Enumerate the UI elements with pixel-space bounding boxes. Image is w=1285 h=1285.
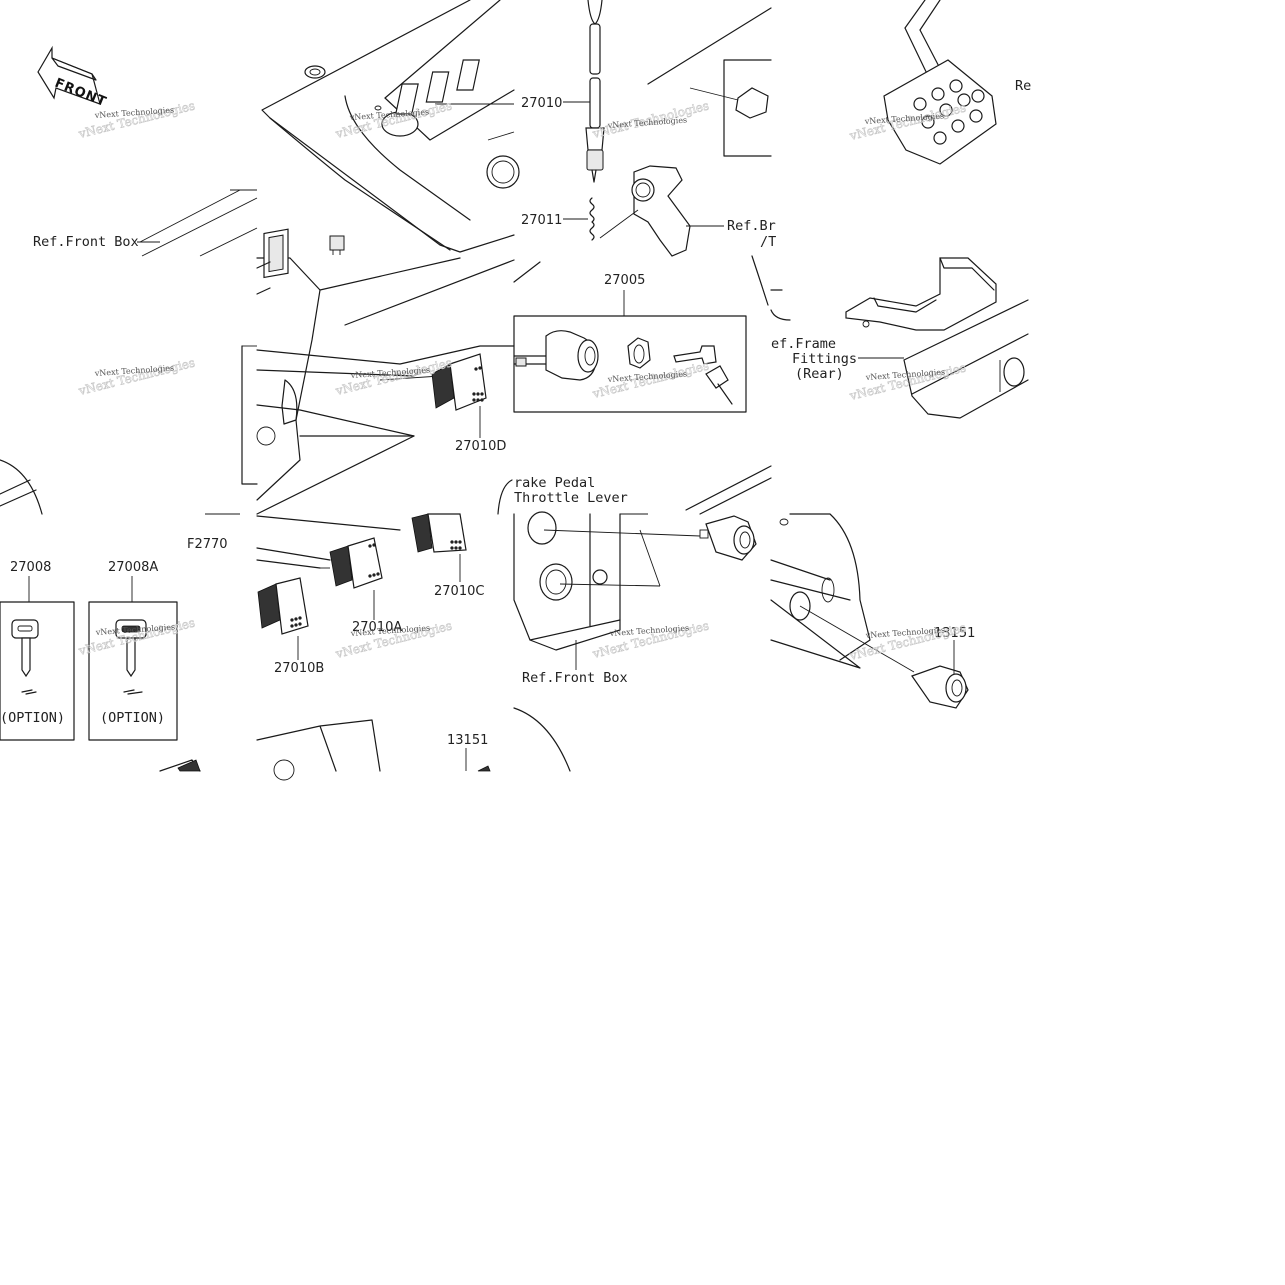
brake-throttle-bracket — [599, 165, 724, 257]
part-13151-label-a: 13151 — [447, 733, 488, 748]
switch-panel-bottom — [256, 515, 491, 781]
figure-code: F2770 — [187, 537, 228, 552]
part-27005-label: 27005 — [604, 273, 645, 288]
rocker-switch-27010D — [431, 353, 487, 438]
part-27008-label: 27008 — [10, 560, 51, 575]
ref-frame-line2: Fittings — [792, 351, 857, 367]
tile9-edge-lines — [159, 513, 240, 772]
front-direction-arrow: FRONT — [37, 45, 109, 110]
key-27008A-box — [88, 576, 178, 741]
part-13151-label-b: 13151 — [934, 626, 975, 641]
ignition-cable-assembly — [563, 0, 605, 183]
ref-throttle-lever: Throttle Lever — [514, 490, 628, 506]
ref-front-box-label-top: Ref.Front Box — [33, 234, 139, 250]
power-socket-13151 — [911, 640, 969, 709]
rocker-switch-27010C — [411, 513, 467, 582]
part-27010D-label: 27010D — [455, 439, 506, 454]
brake-pedal — [883, 0, 997, 165]
ref-brake-slash: /T — [760, 234, 776, 250]
ref-front-box-label-bottom: Ref.Front Box — [522, 670, 628, 686]
rear-frame-socket-area — [770, 513, 915, 673]
ref-brake-pedal: rake Pedal — [514, 475, 595, 491]
ref-brake-partial: Ref.Br — [727, 218, 776, 234]
part-27010B-label: 27010B — [274, 661, 324, 676]
rocker-switch-27010B — [257, 577, 309, 660]
ref-frame-line3: (Rear) — [795, 366, 844, 382]
dashboard-panel-top — [261, 0, 520, 255]
dashboard-switch-panel — [256, 228, 515, 515]
ref-frame-line1: ef.Frame — [771, 336, 836, 352]
rocker-switch-27010A — [329, 537, 383, 620]
frame-fittings-rear — [770, 257, 1029, 419]
part-27010A-label: 27010A — [352, 620, 402, 635]
front-box-ref-lines-top — [137, 189, 258, 257]
key-27008-box — [0, 576, 75, 741]
part-27010-label: 27010 — [521, 96, 562, 111]
svg-text:vNext Technologies: vNext Technologies — [847, 620, 967, 663]
key-27008-option: (OPTION) — [0, 710, 65, 726]
front-box-panel — [497, 465, 772, 772]
tile7-extras — [513, 255, 769, 306]
part-27011-label: 27011 — [521, 213, 562, 228]
ref-re-partial: Re — [1015, 78, 1031, 94]
ignition-switch-kit-box — [513, 290, 747, 413]
power-socket-top — [699, 515, 757, 561]
key-27008A-option: (OPTION) — [100, 710, 165, 726]
spring-part-27011 — [563, 197, 595, 241]
connector-box-top-right — [647, 7, 772, 157]
dash-left-curve — [0, 345, 258, 515]
part-27008A-label: 27008A — [108, 560, 158, 575]
part-27010C-label: 27010C — [434, 584, 484, 599]
svg-text:vNext Technologies: vNext Technologies — [590, 618, 710, 661]
